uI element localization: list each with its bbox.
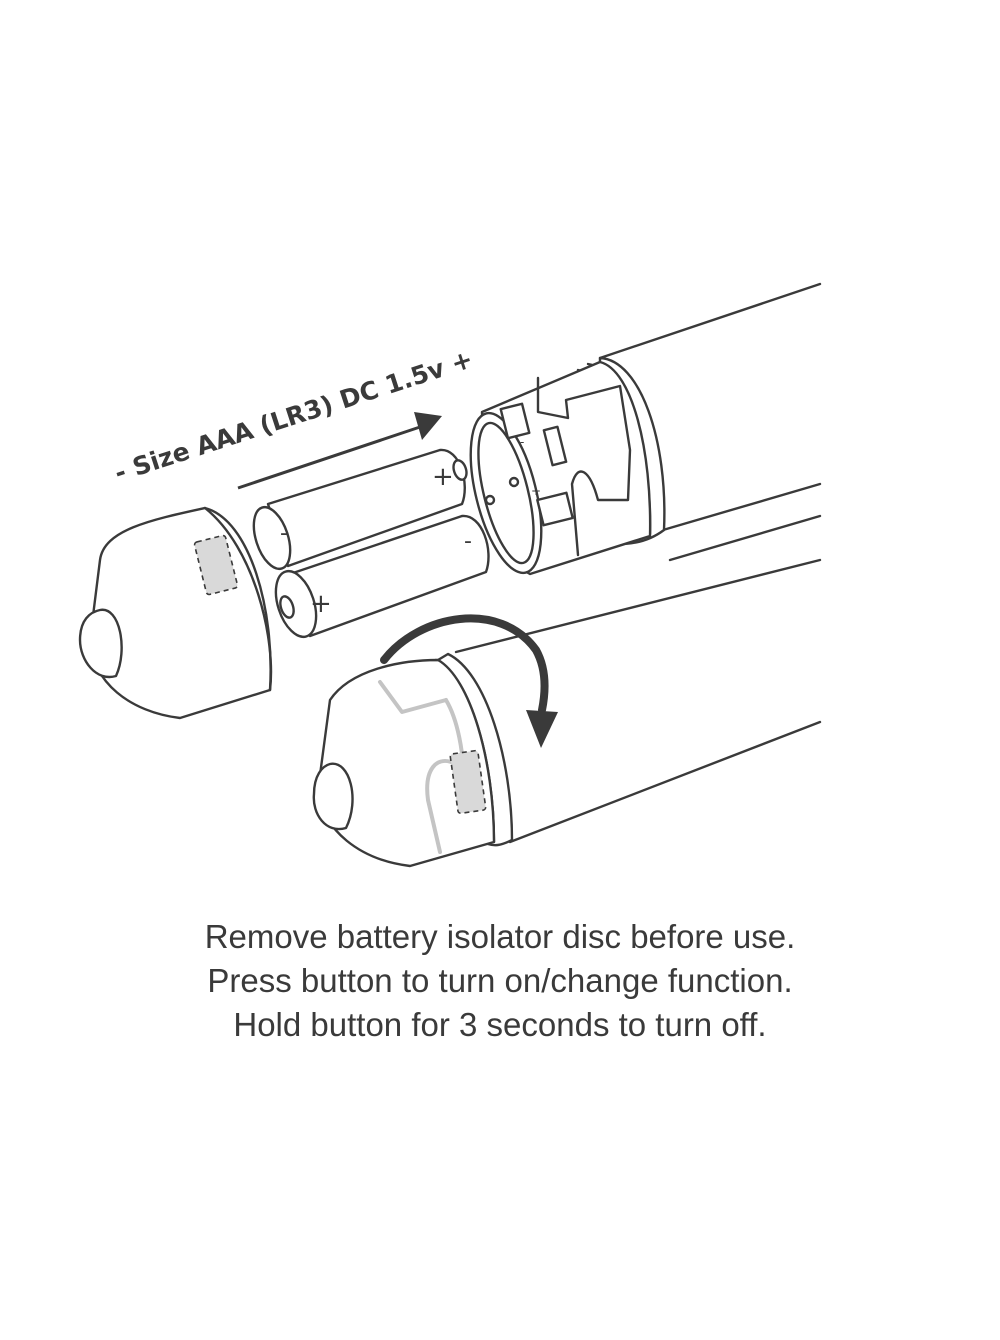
battery-bottom-minus: -: [464, 529, 472, 554]
instructions-block: Remove battery isolator disc before use.…: [0, 915, 1000, 1047]
lower-power-button: [312, 762, 354, 831]
lower-tube-bottom-edge: [508, 720, 822, 844]
detached-end-cap: [78, 506, 273, 720]
battery-bottom-positive-nub: [279, 595, 295, 619]
battery-bottom: + -: [274, 514, 490, 639]
end-cap-power-button: [78, 608, 123, 679]
battery-top: + -: [252, 448, 468, 571]
battery-top-minus: -: [280, 521, 288, 546]
end-cap-rim: [203, 506, 272, 692]
compartment-opening: [469, 411, 543, 575]
instruction-line-2: Press button to turn on/change function.: [207, 962, 793, 999]
battery-bottom-plus: +: [310, 589, 332, 619]
upper-tube-bottom-edge: [661, 482, 822, 532]
battery-bottom-body: [288, 514, 490, 638]
lower-tube-top-edge: [454, 558, 822, 654]
lower-tube-top-edge-hidden: [668, 514, 822, 562]
battery-top-plus: +: [432, 462, 454, 492]
upper-tube-top-edge: [598, 282, 822, 360]
contact-positive: [484, 494, 496, 506]
lower-cap-seam-bottom: [425, 759, 458, 854]
twist-arrow-arc: [380, 614, 549, 714]
instruction-line-3: Hold button for 3 seconds to turn off.: [233, 1006, 767, 1043]
battery-top-positive-nub: [452, 459, 468, 481]
insert-arrow-shaft: [237, 425, 421, 490]
battery-top-negative-end: [252, 505, 292, 571]
instruction-line-1: Remove battery isolator disc before use.: [204, 918, 796, 955]
twist-arrow-tail: [383, 641, 399, 661]
compartment-opening-inner: [477, 421, 535, 565]
insert-arrow-head: [414, 412, 442, 440]
twist-direction-arrow: [380, 614, 558, 748]
insert-direction-arrow: [237, 412, 442, 490]
terminal-pad-bottom: [536, 491, 574, 527]
contact-negative: [508, 476, 520, 488]
isolator-disc-upper: [193, 534, 239, 596]
twist-arrow-head: [526, 710, 558, 748]
battery-bottom-positive-end: [274, 569, 318, 639]
lower-body: [312, 558, 822, 868]
contact-plus-mark: +: [531, 484, 541, 498]
terminal-pad-middle: [542, 425, 568, 467]
end-cap-shell: [88, 506, 273, 720]
contact-minus-mark: -: [520, 435, 524, 449]
circuit-track: [536, 376, 632, 557]
upper-body: - +: [469, 282, 822, 576]
terminal-pad-top: [499, 402, 531, 440]
lower-cap-seam-top: [378, 680, 448, 714]
isolator-disc-lower: [449, 749, 487, 815]
